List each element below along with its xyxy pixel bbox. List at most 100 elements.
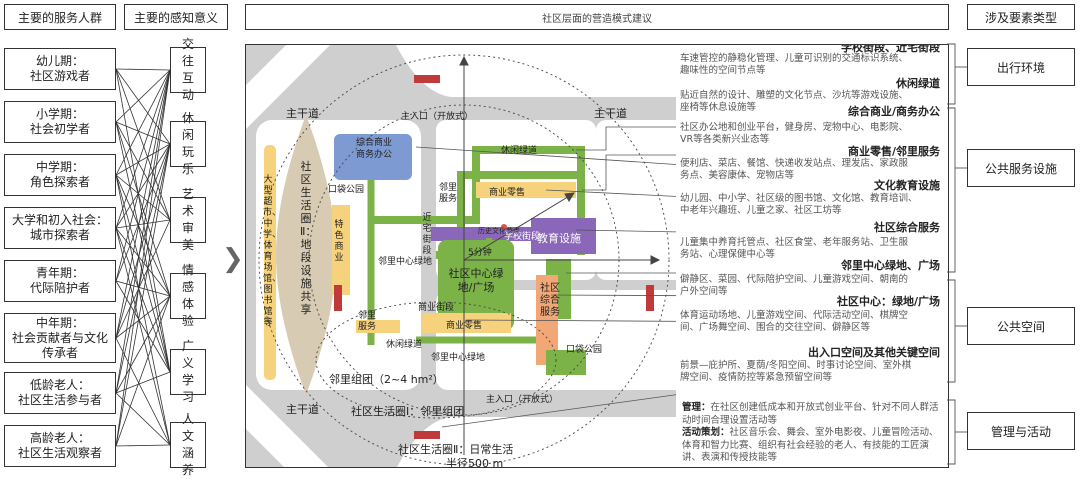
- req-title-3: 商业零售/邻里服务: [847, 145, 940, 158]
- header-elements: 涉及要素类型: [967, 4, 1075, 30]
- header-sense-text: 主要的感知意义: [133, 10, 218, 25]
- group-label-6: 低龄老人：: [29, 378, 90, 392]
- label-five-min: 5分钟: [468, 248, 492, 258]
- req-desc-3: 便利店、菜店、餐馆、快递收发站点、理发店、家政服 务点、美容康体、宠物店等: [680, 158, 909, 181]
- diagram-frame: 主干道 主干道 主干道 主入口（开放式） 主入口（开放式） 社区生活圈Ⅱ：地段设…: [245, 44, 949, 468]
- label-circle-1: 社区生活圈Ⅰ：邻里组团: [351, 405, 465, 418]
- group-sublabel-4: 代际陪护者: [29, 281, 90, 295]
- label-supermarket: 大型超市、中学、体育场馆、图书馆等: [263, 175, 282, 328]
- element-box-1: 公共服务设施: [967, 149, 1075, 187]
- label-radius: 半径500 m: [446, 457, 504, 468]
- element-label-2: 公共空间: [996, 319, 1045, 334]
- element-label-1: 公共服务设施: [984, 161, 1057, 176]
- requirements-panel: [676, 45, 948, 467]
- label-leisure-green-top: 休闲绿道: [501, 146, 538, 156]
- management-text: 管理：在社区创建低成本和开放式创业平台、针对不同人群活动时间合理设置活动等 活动…: [682, 402, 944, 465]
- group-label-7: 高龄老人：: [29, 431, 90, 445]
- group-box-7: 高龄老人：社区生活观察者: [4, 425, 116, 467]
- sense-box-1: 休闲玩乐: [170, 111, 206, 176]
- element-label-3: 管理与活动: [990, 424, 1051, 439]
- req-desc-0: 车速管控的静稳化管理、儿童可识别的交通标识系统、 趣味性的空间节点等: [680, 53, 909, 76]
- management-title: 管理：: [682, 402, 711, 413]
- group-sublabel-2: 角色探索者: [29, 175, 90, 189]
- label-neighbor-service-1: 邻里服务: [439, 183, 458, 204]
- group-label-0: 幼儿期：: [35, 54, 84, 68]
- req-desc-6: 僻静区、菜园、代际陪护空间、儿童游戏空间、朝南的 户外空间等: [680, 274, 909, 297]
- header-sense: 主要的感知意义: [124, 4, 228, 30]
- label-neighbor-green-1: 邻里中心绿地: [378, 257, 433, 267]
- group-label-4: 青年期：: [35, 266, 84, 280]
- group-sublabel-3: 城市探索者: [29, 228, 90, 242]
- element-label-0: 出行环境: [996, 60, 1045, 75]
- req-title-8: 出入口空间及其他关键空间: [808, 346, 940, 359]
- group-box-1: 小学期：社会初学者: [4, 101, 116, 143]
- label-main-entry-top: 主入口（开放式）: [401, 112, 474, 122]
- label-community-center: 社区中心绿地/广场: [448, 267, 504, 294]
- label-biz-office: 综合商业 商务办公: [355, 138, 392, 160]
- sense-label-2: 艺术审美: [181, 187, 194, 252]
- sense-box-4: 广义学习: [170, 339, 206, 404]
- connection-lines: [115, 68, 171, 447]
- header-center: 社区层面的营造模式建议: [245, 4, 949, 30]
- sense-box-2: 艺术审美: [170, 187, 206, 252]
- req-title-2: 综合商业/商务办公: [847, 105, 940, 118]
- group-box-6: 低龄老人：社区生活参与者: [4, 372, 116, 414]
- group-sublabel-5: 社会贡献者与文化传承者: [11, 330, 108, 360]
- req-title-0: 学校街段、近宅街段: [841, 44, 940, 54]
- sense-box-3: 情感体验: [170, 263, 206, 328]
- req-desc-7: 体育运动场地、儿童游戏空间、代际活动空间、棋牌空 间、广场舞空间、围合的交往空间…: [680, 310, 909, 333]
- header-elements-text: 涉及要素类型: [984, 10, 1057, 25]
- label-leisure-green-bottom: 休闲绿道: [386, 340, 423, 350]
- req-title-5: 社区综合服务: [874, 221, 940, 234]
- group-box-2: 中学期：角色探索者: [4, 154, 116, 196]
- req-title-7: 社区中心：绿地/广场: [836, 295, 940, 308]
- header-groups-text: 主要的服务人群: [17, 10, 102, 25]
- group-sublabel-1: 社会初学者: [29, 122, 90, 136]
- sense-box-0: 交往互动: [170, 37, 206, 102]
- label-retail-2: 商业零售: [446, 321, 483, 331]
- activity-desc: 社区音乐会、舞会、室外电影夜、儿童冒险活动、体育和智力比赛、组织有社会经验的老人…: [682, 427, 939, 463]
- req-desc-4: 幼儿园、中小学、社区级的图书馆、文化馆、教育培训、 中老年兴趣班、儿童之家、社区…: [680, 193, 918, 216]
- management-desc: 在社区创建低成本和开放式创业平台、针对不同人群活动时间合理设置活动等: [682, 402, 939, 426]
- group-box-5: 中年期：社会贡献者与文化传承者: [4, 313, 116, 363]
- label-pocket-park-2: 口袋公园: [566, 345, 603, 355]
- label-community-service: 社区综合服务: [540, 283, 560, 318]
- group-sublabel-0: 社区游戏者: [29, 69, 90, 83]
- label-neighbor-group: 邻里组团（2~4 hm²）: [329, 373, 444, 386]
- label-commerce-street: 商业街段: [418, 303, 455, 313]
- label-pocket-park-1: 口袋公园: [328, 185, 365, 195]
- label-circle-band: 社区生活圈Ⅱ：地段设施共享: [300, 160, 317, 316]
- group-sublabel-7: 社区生活观察者: [17, 446, 102, 460]
- req-desc-8: 前景—庇护所、夏荫/冬阳空间、时事讨论空间、室外棋 牌空间、疫情防控等紧急预留空…: [680, 360, 912, 383]
- group-sublabel-6: 社区生活参与者: [17, 393, 102, 407]
- activity-title: 活动策划：: [682, 427, 730, 438]
- label-retail-1: 商业零售: [489, 188, 526, 198]
- label-heritage: 历史文化节点: [478, 227, 520, 235]
- req-title-1: 休闲绿道: [896, 77, 940, 90]
- label-main-road-tl: 主干道: [286, 107, 319, 120]
- chevron-right-icon: ❯: [222, 244, 244, 274]
- element-box-2: 公共空间: [967, 307, 1075, 345]
- element-box-0: 出行环境: [967, 48, 1075, 86]
- element-box-3: 管理与活动: [967, 412, 1075, 450]
- label-school-street: 学校街段: [504, 232, 541, 242]
- label-special-biz: 特色商业: [334, 220, 344, 263]
- sense-label-1: 休闲玩乐: [181, 111, 194, 176]
- label-circle-2: 社区生活圈Ⅱ：日常生活: [398, 443, 514, 456]
- req-desc-1: 贴近自然的设计、雕塑的文化节点、沙坑等游戏设施、 座椅等休息设施等: [680, 90, 909, 113]
- header-groups: 主要的服务人群: [4, 4, 116, 30]
- sense-label-4: 广义学习: [181, 339, 194, 404]
- req-title-6: 邻里中心绿地、广场: [841, 259, 940, 272]
- label-education: 教育设施: [537, 232, 581, 245]
- group-label-2: 中学期：: [35, 160, 84, 174]
- group-label-5: 中年期：: [35, 315, 84, 330]
- req-title-4: 文化教育设施: [874, 179, 940, 192]
- label-main-road-tr: 主干道: [594, 107, 627, 120]
- group-box-3: 大学和初入社会：城市探索者: [4, 207, 116, 249]
- group-box-4: 青年期：代际陪护者: [4, 260, 116, 302]
- group-label-3: 大学和初入社会：: [11, 213, 108, 227]
- sense-label-3: 情感体验: [181, 263, 194, 328]
- label-near-home-street: 近宅街段: [422, 213, 432, 256]
- group-box-0: 幼儿期：社区游戏者: [4, 48, 116, 90]
- group-label-1: 小学期：: [35, 107, 84, 121]
